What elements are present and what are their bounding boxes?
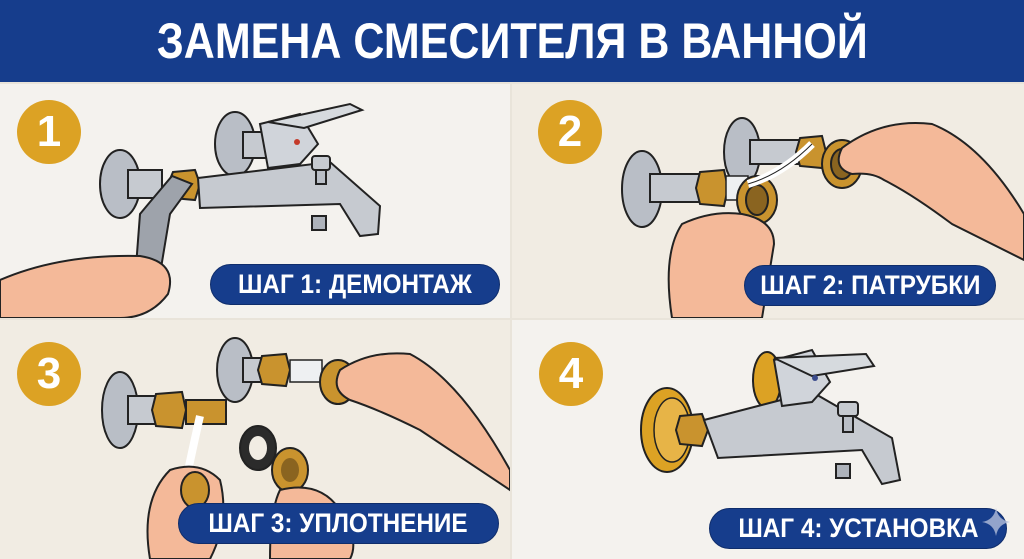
step-label-text-3: ШАГ 3: УПЛОТНЕНИЕ [208, 508, 469, 538]
step-label-text-4: ШАГ 4: УСТАНОВКА [737, 513, 979, 543]
step-number-badge-3: 3 [17, 342, 81, 406]
page-title: ЗАМЕНА СМЕСИТЕЛЯ В ВАННОЙ [156, 13, 868, 69]
step-number-badge-1: 1 [17, 100, 81, 164]
step-label-text-1: ШАГ 1: ДЕМОНТАЖ [238, 269, 472, 299]
step-number-badge-4: 4 [539, 342, 603, 406]
step-label-3: ШАГ 3: УПЛОТНЕНИЕ [178, 503, 499, 544]
step-panel-2: 2 ШАГ 2: ПАТРУБКИ [512, 84, 1024, 318]
step-label-1: ШАГ 1: ДЕМОНТАЖ [210, 264, 500, 305]
step-number-badge-2: 2 [538, 100, 602, 164]
sparkle-icon [982, 508, 1010, 536]
step-label-text-2: ШАГ 2: ПАТРУБКИ [759, 270, 981, 300]
step-panel-4: 4 ШАГ 4: УСТАНОВКА [512, 320, 1024, 559]
step-label-2: ШАГ 2: ПАТРУБКИ [744, 265, 996, 306]
step-panel-3: 3 ШАГ 3: УПЛОТНЕНИЕ [0, 320, 510, 559]
step-label-4: ШАГ 4: УСТАНОВКА [709, 508, 1007, 549]
header-banner: ЗАМЕНА СМЕСИТЕЛЯ В ВАННОЙ [0, 0, 1024, 82]
faucet-wrench-illustration [0, 102, 382, 318]
step-panel-1: 1 ШАГ 1: ДЕМОНТАЖ [0, 84, 510, 318]
installed-faucet-illustration [640, 348, 902, 486]
eccentric-tape-illustration [621, 117, 1024, 318]
